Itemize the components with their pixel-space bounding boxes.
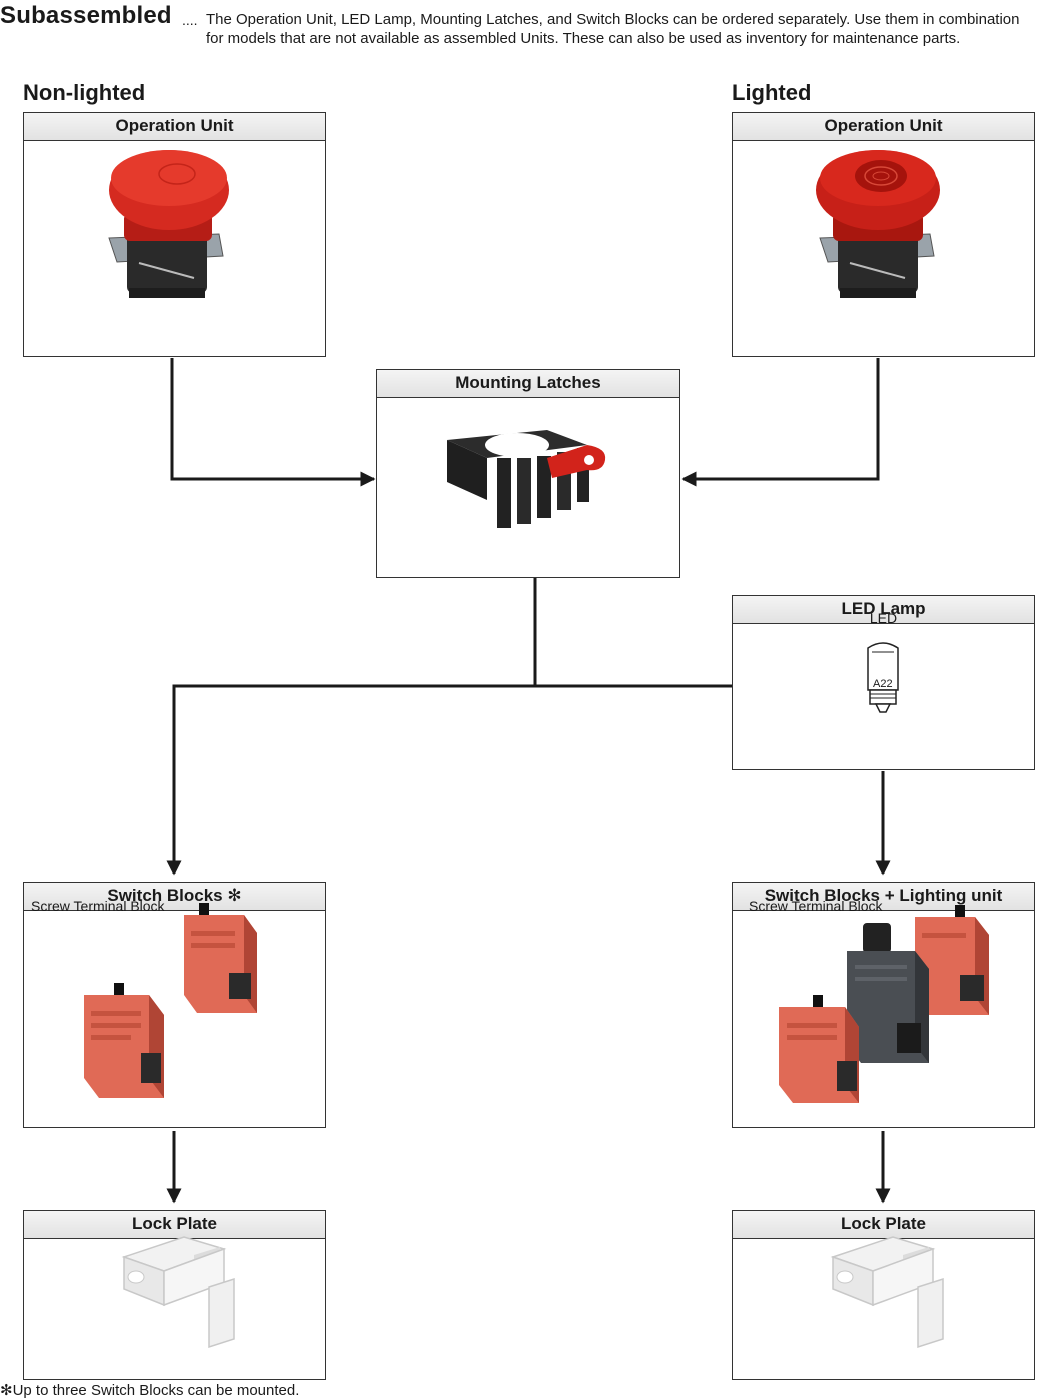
section-non-lighted: Non-lighted — [23, 80, 146, 105]
led-bulb-icon — [867, 642, 899, 713]
switch-blocks-sublabel: Screw Terminal Block — [31, 898, 165, 914]
operation-unit-title-left: Operation Unit — [24, 113, 325, 141]
title-leader-dots: .... — [182, 12, 198, 28]
operation-unit-box-left: Operation Unit — [23, 112, 326, 357]
lock-plate-title-left: Lock Plate — [24, 1211, 325, 1239]
lighted-mushroom-button-image — [816, 150, 940, 298]
mushroom-button-image — [108, 150, 229, 298]
switch-blocks-lighting-title: Switch Blocks + Lighting unit — [733, 883, 1034, 911]
arrow-right-unit-to-latches — [681, 358, 880, 487]
operation-unit-title-right: Operation Unit — [733, 113, 1034, 141]
switch-blocks-lighting-box: Switch Blocks + Lighting unit Screw Term… — [732, 882, 1035, 1128]
lock-plate-title-right: Lock Plate — [733, 1211, 1034, 1239]
led-lamp-box: LED Lamp LED A22 — [732, 595, 1035, 770]
led-lamp-title: LED Lamp — [733, 596, 1034, 624]
switch-block-lighting-image — [779, 905, 989, 1103]
arrow-junction-to-switch-blocks — [166, 684, 732, 876]
operation-unit-box-right: Operation Unit — [732, 112, 1035, 357]
switch-blocks-box: Switch Blocks ✻ Screw Terminal Block — [23, 882, 326, 1128]
led-lamp-code: A22 — [873, 678, 893, 690]
switch-block-pair-image — [84, 903, 257, 1098]
lock-plate-image-left — [121, 1236, 235, 1349]
mounting-latch-image — [447, 430, 606, 528]
section-lighted: Lighted — [732, 80, 812, 105]
intro-text: The Operation Unit, LED Lamp, Mounting L… — [206, 11, 1020, 47]
page-title: Subassembled — [0, 2, 172, 29]
led-sublabel: LED — [869, 610, 898, 626]
switch-blocks-title: Switch Blocks ✻ — [24, 883, 325, 911]
footnote: ✻Up to three Switch Blocks can be mounte… — [0, 1382, 300, 1399]
switch-blocks-lighting-sublabel: Screw Terminal Block — [749, 898, 883, 914]
arrow-left-unit-to-latches — [170, 358, 376, 487]
lock-plate-image-right — [830, 1236, 944, 1349]
lock-plate-box-right: Lock Plate — [732, 1210, 1035, 1380]
lock-plate-box-left: Lock Plate — [23, 1210, 326, 1380]
mounting-latches-box: Mounting Latches — [376, 369, 680, 578]
mounting-latches-title: Mounting Latches — [377, 370, 679, 398]
